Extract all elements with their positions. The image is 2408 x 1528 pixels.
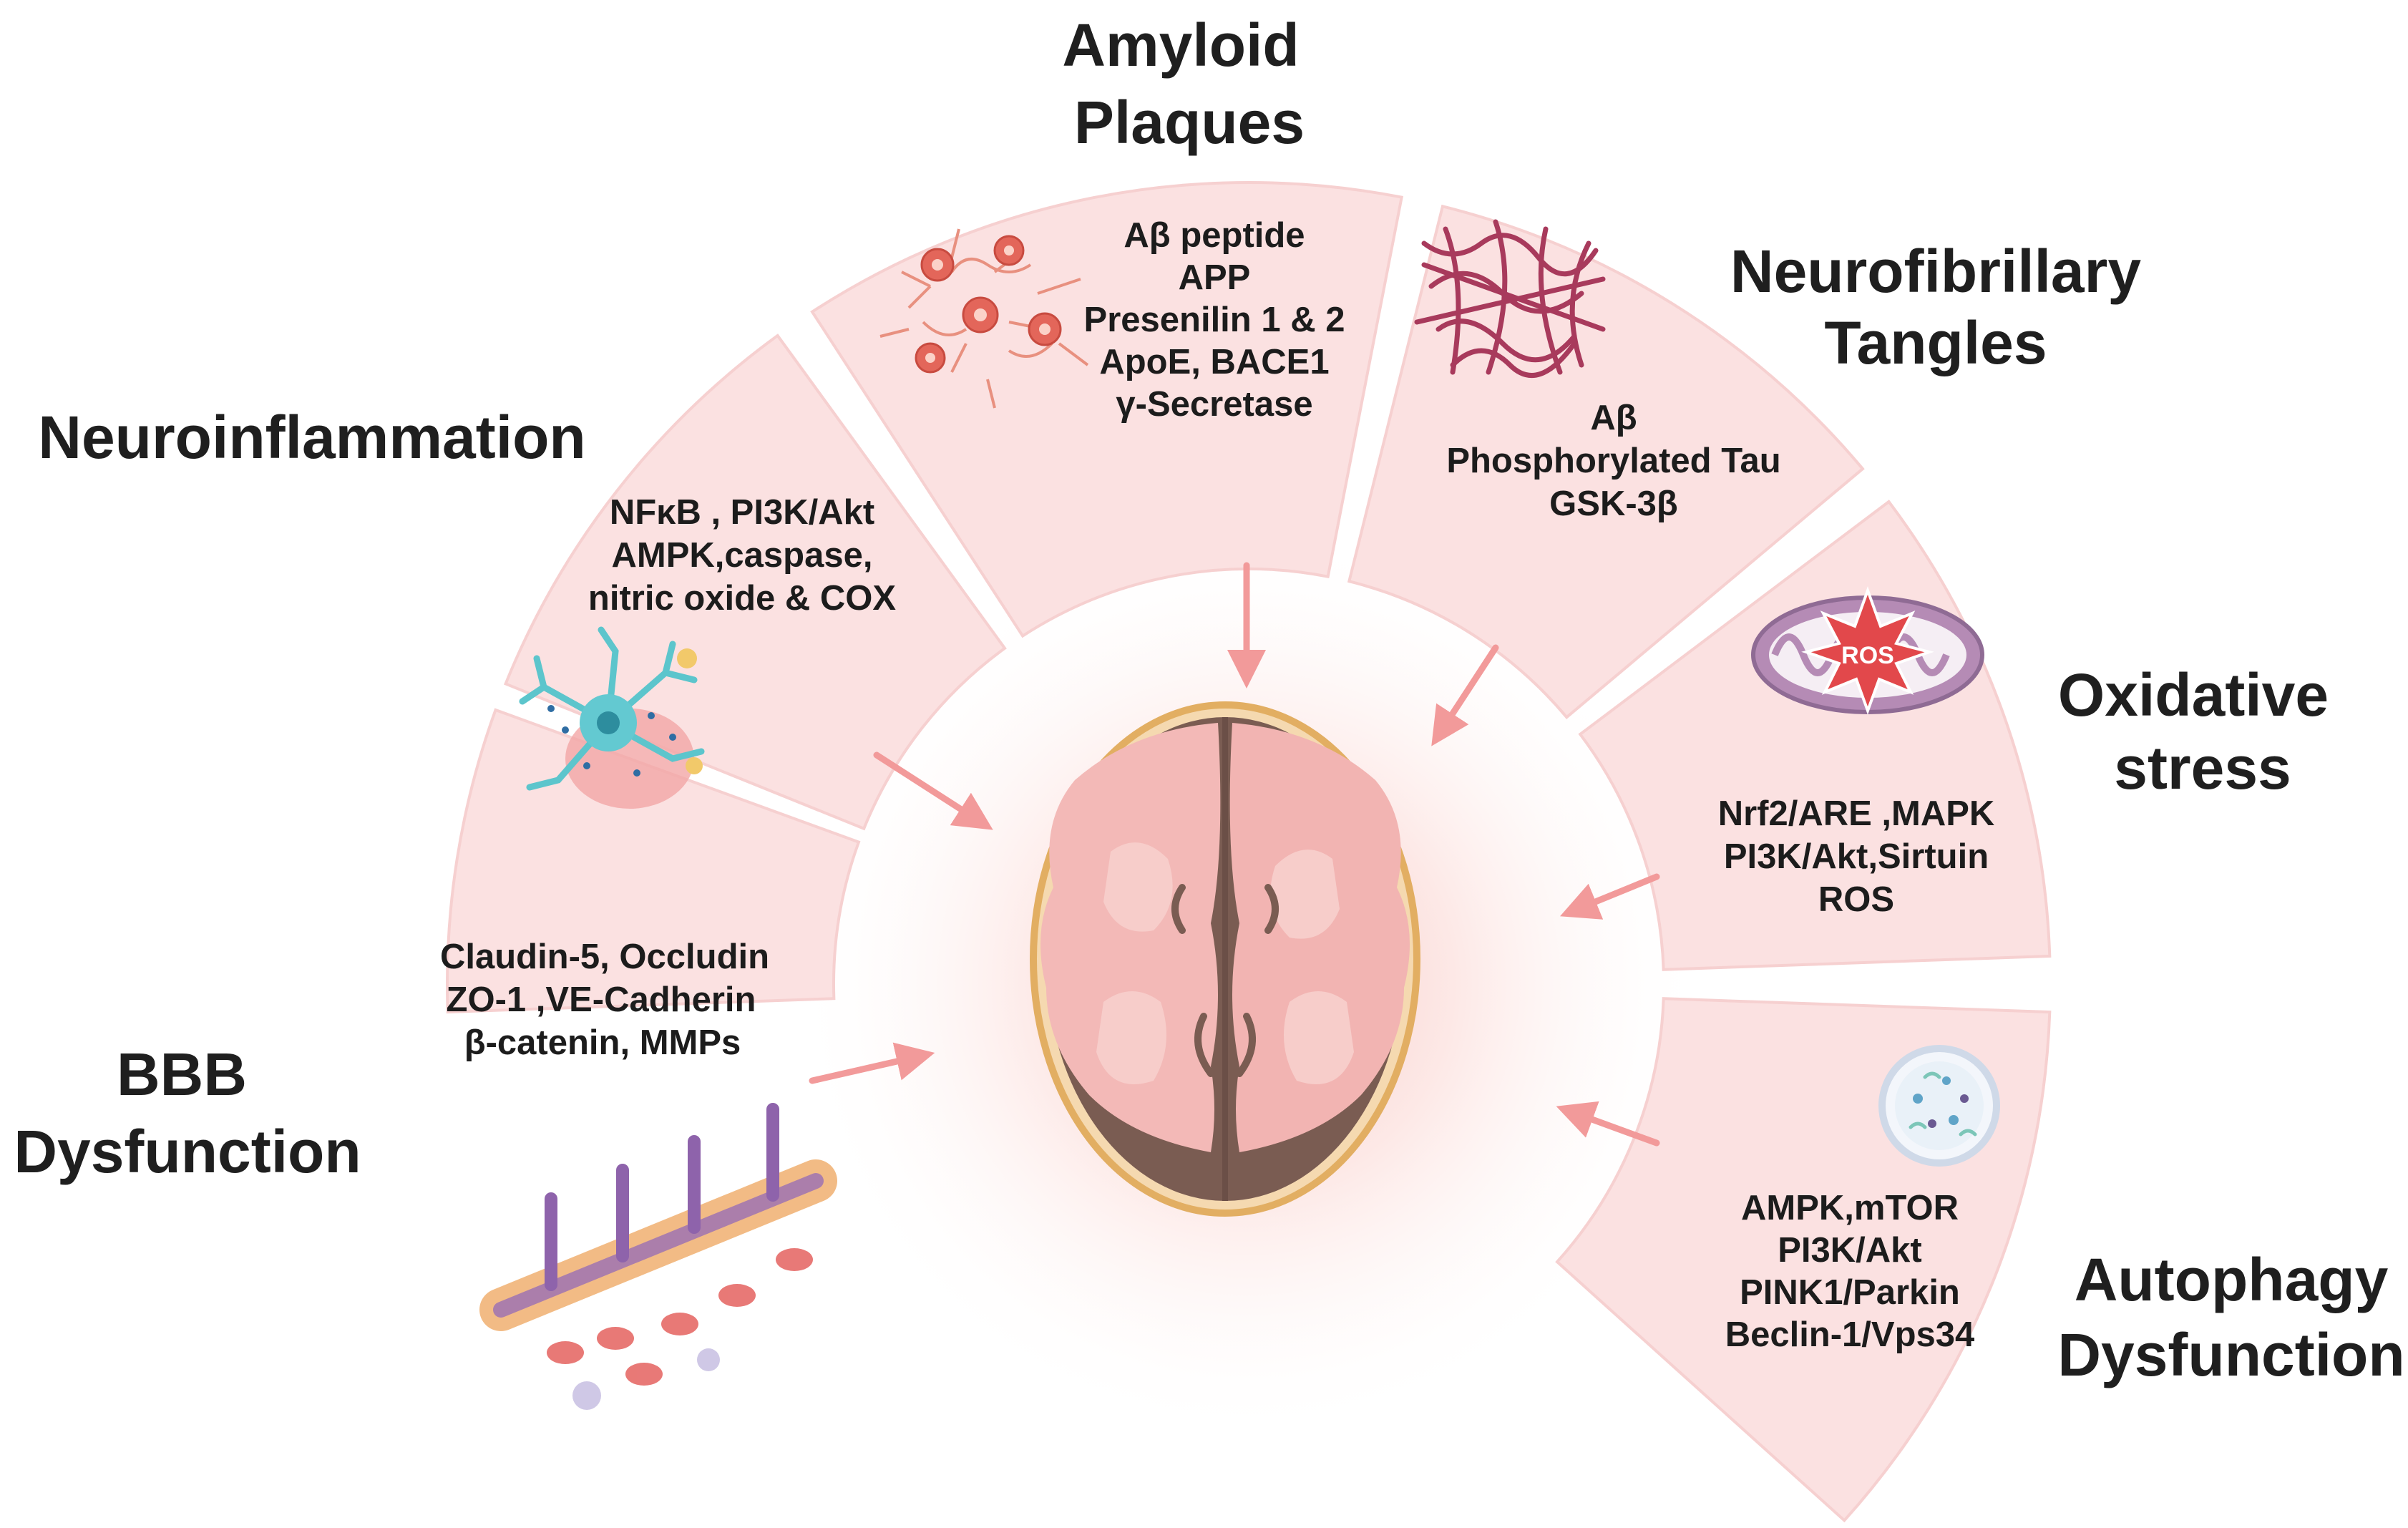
oxidative-panel: Oxidative stress Nrf2/ARE ,MAPK PI3K/Akt…: [1718, 661, 2329, 919]
autophagy-factor-2: PI3K/Akt: [1778, 1231, 1922, 1270]
amyloid-panel-bg: [810, 181, 1404, 638]
tau-tangle-fibers-icon: [1414, 219, 1606, 378]
neuroinflammation-arrow: [873, 751, 993, 830]
tangles-factor-3: GSK-3β: [1549, 485, 1678, 523]
autophagy-panel: Autophagy Dysfunction AMPK,mTOR PI3K/Akt…: [1725, 1189, 2405, 1388]
autophagy-arrow: [1556, 1101, 1660, 1147]
bbb-title-line2: Dysfunction: [14, 1118, 361, 1185]
bbb-factor-1: Claudin-5, Occludin: [440, 938, 769, 976]
neuroinflammation-panel: Neuroinflammation NFκB , PI3K/Akt AMPK,c…: [38, 404, 896, 618]
tangles-factor-2: Phosphorylated Tau: [1446, 442, 1780, 480]
amyloid-factor-1: Aβ peptide: [1123, 216, 1305, 255]
bbb-factor-3: β-catenin, MMPs: [464, 1023, 741, 1062]
brain-axial-section-icon: [1030, 701, 1420, 1217]
tangles-title-line2: Tangles: [1824, 309, 2047, 376]
bbb-panel-bg: [446, 708, 861, 1014]
autophagy-title-line2: Dysfunction: [2057, 1321, 2404, 1388]
oxidative-title-line1: Oxidative: [2058, 661, 2329, 729]
amyloid-panel: Amyloid Plaques Aβ peptide APP Presenili…: [1062, 11, 1345, 424]
amyloid-factor-5: γ-Secretase: [1116, 385, 1312, 424]
oxidative-factor-2: PI3K/Akt,Sirtuin: [1724, 837, 1989, 876]
oxidative-arrow: [1560, 873, 1660, 920]
amyloid-factor-4: ApoE, BACE1: [1099, 343, 1329, 381]
autophagy-factor-3: PINK1/Parkin: [1740, 1273, 1960, 1312]
tangles-title-line1: Neurofibrillary: [1730, 238, 2141, 305]
autophagy-title-line1: Autophagy: [2075, 1246, 2389, 1313]
amyloid-title-line2: Plaques: [1074, 89, 1305, 156]
autophagy-factor-1: AMPK,mTOR: [1741, 1189, 1959, 1227]
blood-vessel-endothelium-icon: [479, 1103, 837, 1410]
bbb-panel: BBB Dysfunction Claudin-5, Occludin ZO-1…: [14, 938, 769, 1185]
microglia-cell-icon: [519, 626, 705, 809]
amyloid-plaque-cluster-icon: [879, 228, 1089, 409]
oxidative-title-line2: stress: [2114, 734, 2291, 802]
tangles-factor-1: Aβ: [1590, 399, 1637, 437]
mitochondrion-ros-icon: ROS: [1751, 586, 1984, 715]
autophagy-factor-4: Beclin-1/Vps34: [1725, 1315, 1975, 1354]
bbb-title-line1: BBB: [117, 1041, 247, 1108]
arrow-group: [809, 562, 1660, 1147]
neuroinflammation-factor-3: nitric oxide & COX: [588, 579, 897, 618]
ros-label: ROS: [1841, 642, 1894, 669]
bbb-factor-2: ZO-1 ,VE-Cadherin: [447, 980, 756, 1019]
amyloid-factor-3: Presenilin 1 & 2: [1084, 301, 1345, 339]
neuroinflammation-factor-1: NFκB , PI3K/Akt: [610, 493, 874, 532]
oxidative-factor-1: Nrf2/ARE ,MAPK: [1718, 794, 1995, 833]
oxidative-factor-3: ROS: [1818, 880, 1894, 919]
petri-dish-icon: [1878, 1045, 2000, 1167]
bbb-arrow: [809, 1042, 935, 1084]
tangles-arrow: [1431, 644, 1499, 746]
neuroinflammation-title: Neuroinflammation: [38, 404, 585, 471]
neuroinflammation-factor-2: AMPK,caspase,: [612, 536, 873, 575]
amyloid-factor-2: APP: [1179, 258, 1251, 297]
tangles-panel: Neurofibrillary Tangles Aβ Phosphorylate…: [1446, 238, 2141, 523]
amyloid-title-line1: Amyloid: [1062, 11, 1299, 79]
tangles-panel-bg: [1347, 204, 1865, 719]
